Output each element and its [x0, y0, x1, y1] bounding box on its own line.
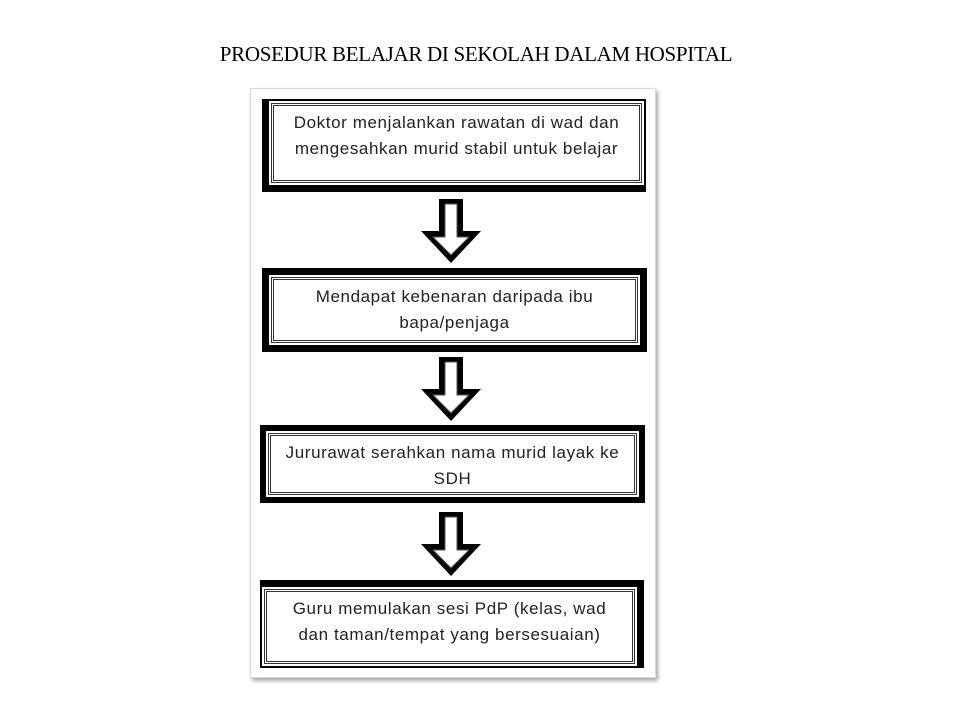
step-3-box: Jururawat serahkan nama murid layak ke S…	[260, 425, 645, 503]
step-1-box: Doktor menjalankan rawatan di wad dan me…	[262, 99, 646, 192]
step-4-text: Guru memulakan sesi PdP (kelas, wad dan …	[292, 599, 607, 644]
step-4-box: Guru memulakan sesi PdP (kelas, wad dan …	[260, 580, 644, 668]
step-3-text: Jururawat serahkan nama murid layak ke S…	[285, 443, 620, 488]
step-2-box: Mendapat kebenaran daripada ibu bapa/pen…	[262, 268, 647, 352]
down-arrow-icon	[421, 512, 481, 576]
down-arrow-icon	[421, 357, 481, 421]
down-arrow-icon	[421, 199, 481, 263]
step-2-text: Mendapat kebenaran daripada ibu bapa/pen…	[315, 287, 594, 332]
flowchart: Doktor menjalankan rawatan di wad dan me…	[250, 88, 656, 678]
step-1-text: Doktor menjalankan rawatan di wad dan me…	[293, 113, 620, 158]
page-title: PROSEDUR BELAJAR DI SEKOLAH DALAM HOSPIT…	[219, 42, 733, 66]
